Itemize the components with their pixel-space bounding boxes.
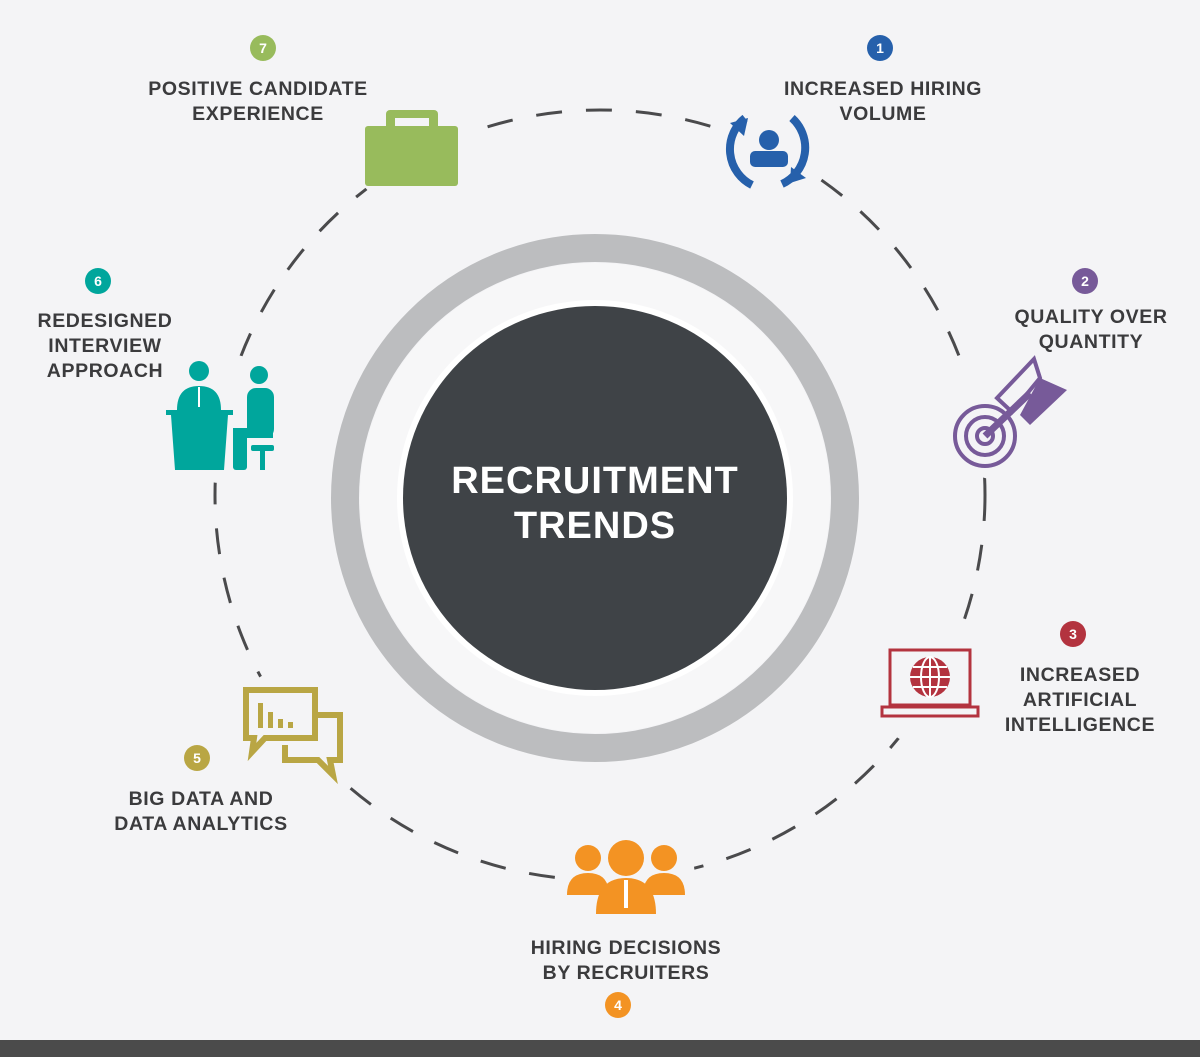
title-line-2: TRENDS (514, 505, 676, 547)
number-badge (1072, 268, 1098, 294)
item-label: ARTIFICIAL (1023, 689, 1137, 711)
briefcase-icon (365, 110, 458, 186)
item-label: REDESIGNED (38, 310, 173, 332)
badge-number: 2 (1081, 273, 1089, 289)
item-label: HIRING DECISIONS (531, 937, 722, 959)
item-label: VOLUME (839, 103, 926, 125)
footer-bar (0, 1040, 1200, 1057)
number-badge (184, 745, 210, 771)
number-badge (867, 35, 893, 61)
number-badge (85, 268, 111, 294)
target-arrow-icon (953, 355, 1067, 468)
outer-ring (331, 234, 859, 762)
team-icon (567, 840, 685, 914)
trend-item-1: 1 INCREASED HIRING VOLUME (725, 35, 982, 189)
interview-icon (166, 361, 274, 470)
item-label: BY RECRUITERS (543, 962, 710, 984)
item-label: INCREASED HIRING (784, 78, 982, 100)
person-refresh-icon (725, 114, 810, 189)
item-label: QUANTITY (1039, 331, 1143, 353)
trend-item-3: 3 INCREASED ARTIFICIAL INTELLIGENCE (880, 621, 1155, 736)
badge-number: 6 (94, 273, 102, 289)
item-label: APPROACH (47, 360, 163, 382)
trend-item-4: 4 HIRING DECISIONS BY RECRUITERS (531, 840, 722, 1018)
number-badge (605, 992, 631, 1018)
badge-number: 5 (193, 750, 201, 766)
laptop-globe-icon (880, 648, 980, 718)
badge-number: 4 (614, 997, 622, 1013)
number-badge (1060, 621, 1086, 647)
item-label: POSITIVE CANDIDATE (148, 78, 368, 100)
item-label: EXPERIENCE (192, 103, 324, 125)
badge-number: 3 (1069, 626, 1077, 642)
chat-chart-icon (243, 687, 343, 785)
title-line-1: RECRUITMENT (451, 460, 739, 502)
item-label: DATA ANALYTICS (114, 813, 287, 835)
item-label: BIG DATA AND (129, 788, 274, 810)
center-circle (403, 306, 787, 690)
badge-number: 7 (259, 40, 267, 56)
item-label: INCREASED (1020, 664, 1140, 686)
trend-item-6: 6 REDESIGNED INTERVIEW APPROACH (38, 268, 274, 470)
item-label: QUALITY OVER (1014, 306, 1167, 328)
number-badge (250, 35, 276, 61)
trend-item-7: 7 POSITIVE CANDIDATE EXPERIENCE (148, 35, 458, 186)
item-label: INTERVIEW (48, 335, 161, 357)
badge-number: 1 (876, 40, 884, 56)
item-label: INTELLIGENCE (1005, 714, 1155, 736)
trend-item-2: 2 QUALITY OVER QUANTITY (953, 268, 1167, 468)
trend-item-5: 5 BIG DATA AND DATA ANALYTICS (114, 687, 343, 835)
